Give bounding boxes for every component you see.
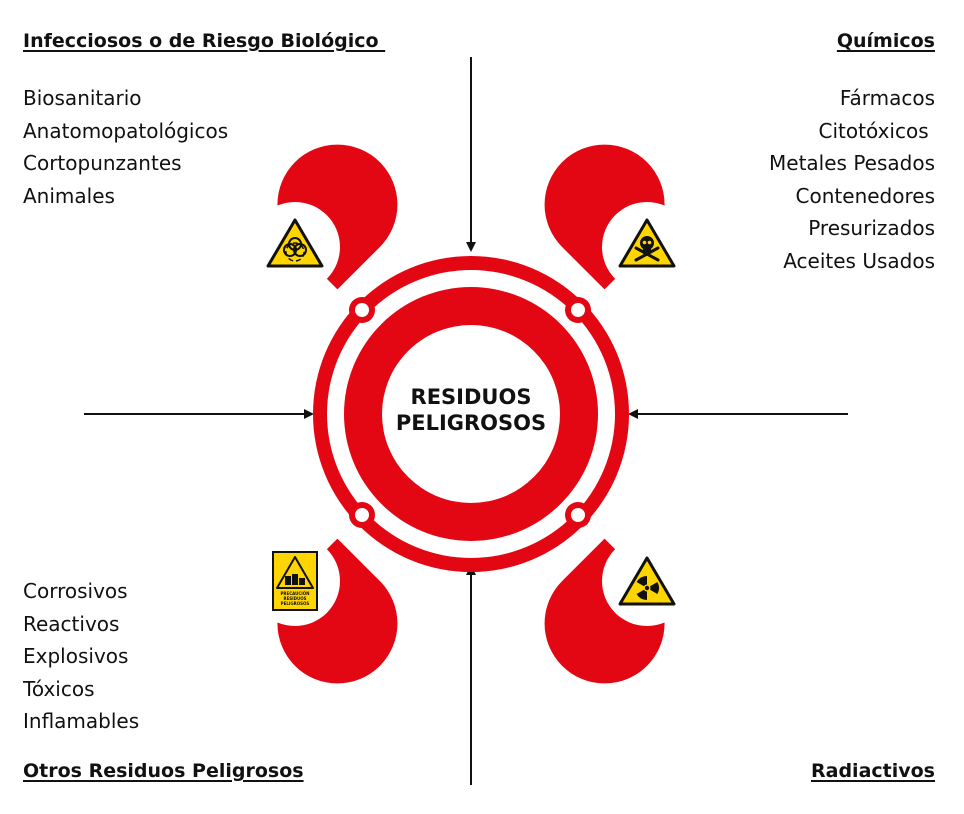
list-item: Animales [23, 183, 115, 208]
list-item: Citotóxicos [818, 118, 935, 143]
list-item: Explosivos [23, 644, 129, 668]
heading-infectious: Infecciosos o de Riesgo Biológico [23, 30, 386, 52]
other-hazardous-list: Corrosivos Reactivos Explosivos Tóxicos … [23, 575, 139, 738]
sign-text-line2: RESIDUOS [283, 596, 306, 601]
list-item: Contenedores [795, 183, 935, 208]
heading-other-hazardous: Otros Residuos Peligrosos [23, 760, 304, 782]
list-item: Biosanitario [23, 86, 142, 110]
list-item: Metales Pesados [769, 151, 935, 175]
list-item: Reactivos [23, 611, 120, 636]
hazardous-waste-sign-icon: PRECAUCIÓN RESIDUOS PELIGROSOS [272, 551, 318, 611]
heading-radioactive: Radiactivos [811, 760, 935, 782]
infectious-list: Biosanitario Anatomopatológicos Cortopun… [23, 82, 228, 212]
list-item: Presurizados [808, 216, 935, 240]
list-item: Anatomopatológicos [23, 118, 229, 143]
center-title-line1: RESIDUOS [411, 385, 532, 409]
list-item: Fármacos [839, 86, 935, 110]
connector-dot-bottom-left [349, 502, 375, 528]
list-item: Corrosivos [23, 579, 128, 603]
sign-text-line3: PELIGROSOS [281, 601, 310, 606]
skull-crossbones-icon [618, 218, 676, 268]
sign-text-line1: PRECAUCIÓN [280, 591, 309, 596]
connector-dot-top-left [349, 297, 375, 323]
list-item: Aceites Usados [783, 248, 935, 273]
central-ring [313, 256, 629, 572]
heading-chemical: Químicos [836, 30, 935, 52]
connector-dot-bottom-right [565, 502, 591, 528]
chemical-list: Fármacos Citotóxicos Metales Pesados Con… [769, 82, 935, 277]
connector-dot-top-right [565, 297, 591, 323]
center-title-line2: PELIGROSOS [396, 411, 546, 435]
radiation-icon [618, 556, 676, 606]
list-item: Inflamables [23, 709, 140, 733]
list-item: Cortopunzantes [23, 151, 182, 175]
list-item: Tóxicos [23, 676, 95, 701]
biohazard-icon [266, 218, 324, 268]
